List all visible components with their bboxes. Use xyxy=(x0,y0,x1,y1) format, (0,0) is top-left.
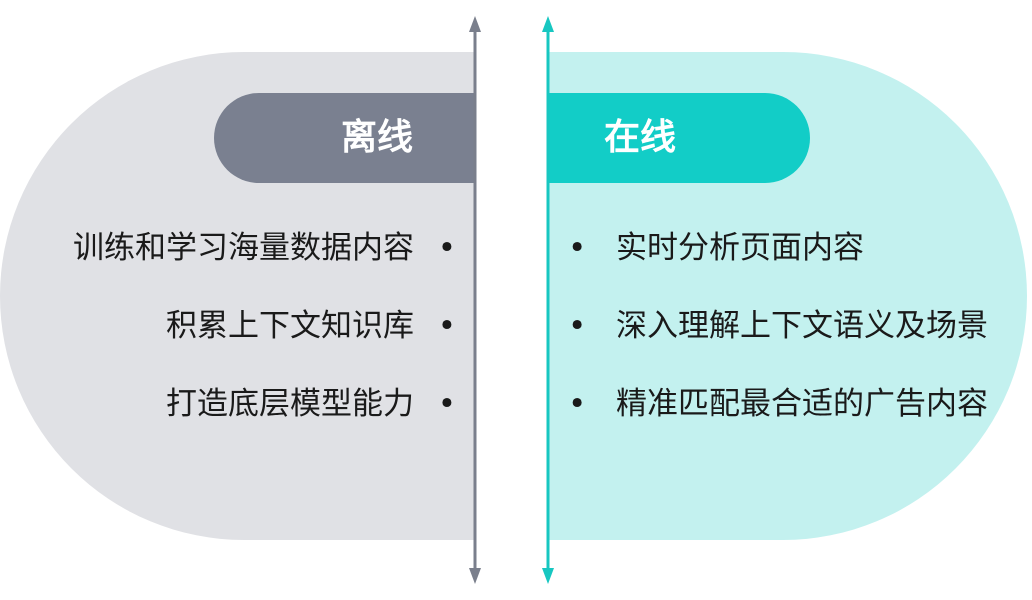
offline-item: 积累上下文知识库 • xyxy=(73,287,456,365)
offline-title: 离线 xyxy=(340,117,413,158)
online-header: 在线 xyxy=(549,93,810,183)
online-title: 在线 xyxy=(604,117,677,158)
offline-header: 离线 xyxy=(214,93,476,183)
offline-axis-arrow-icon xyxy=(469,16,481,584)
online-axis-arrow-icon xyxy=(542,16,554,584)
bullet-icon: • xyxy=(568,230,587,266)
bullet-icon: • xyxy=(437,230,456,266)
offline-item: 训练和学习海量数据内容 • xyxy=(73,209,456,287)
online-item: • 深入理解上下文语义及场景 xyxy=(568,287,988,365)
online-item: • 实时分析页面内容 xyxy=(568,209,988,287)
bullet-icon: • xyxy=(568,386,587,422)
offline-item-text: 积累上下文知识库 xyxy=(166,308,414,344)
offline-item-text: 训练和学习海量数据内容 xyxy=(73,230,414,266)
bullet-icon: • xyxy=(568,308,587,344)
online-item: • 精准匹配最合适的广告内容 xyxy=(568,365,988,443)
offline-list: 训练和学习海量数据内容 • 积累上下文知识库 • 打造底层模型能力 • xyxy=(73,209,456,443)
online-item-text: 深入理解上下文语义及场景 xyxy=(616,308,988,344)
offline-item-text: 打造底层模型能力 xyxy=(166,386,414,422)
online-item-text: 实时分析页面内容 xyxy=(616,230,864,266)
bullet-icon: • xyxy=(437,308,456,344)
online-list: • 实时分析页面内容 • 深入理解上下文语义及场景 • 精准匹配最合适的广告内容 xyxy=(568,209,988,443)
bullet-icon: • xyxy=(437,386,456,422)
offline-item: 打造底层模型能力 • xyxy=(73,365,456,443)
online-item-text: 精准匹配最合适的广告内容 xyxy=(616,386,988,422)
